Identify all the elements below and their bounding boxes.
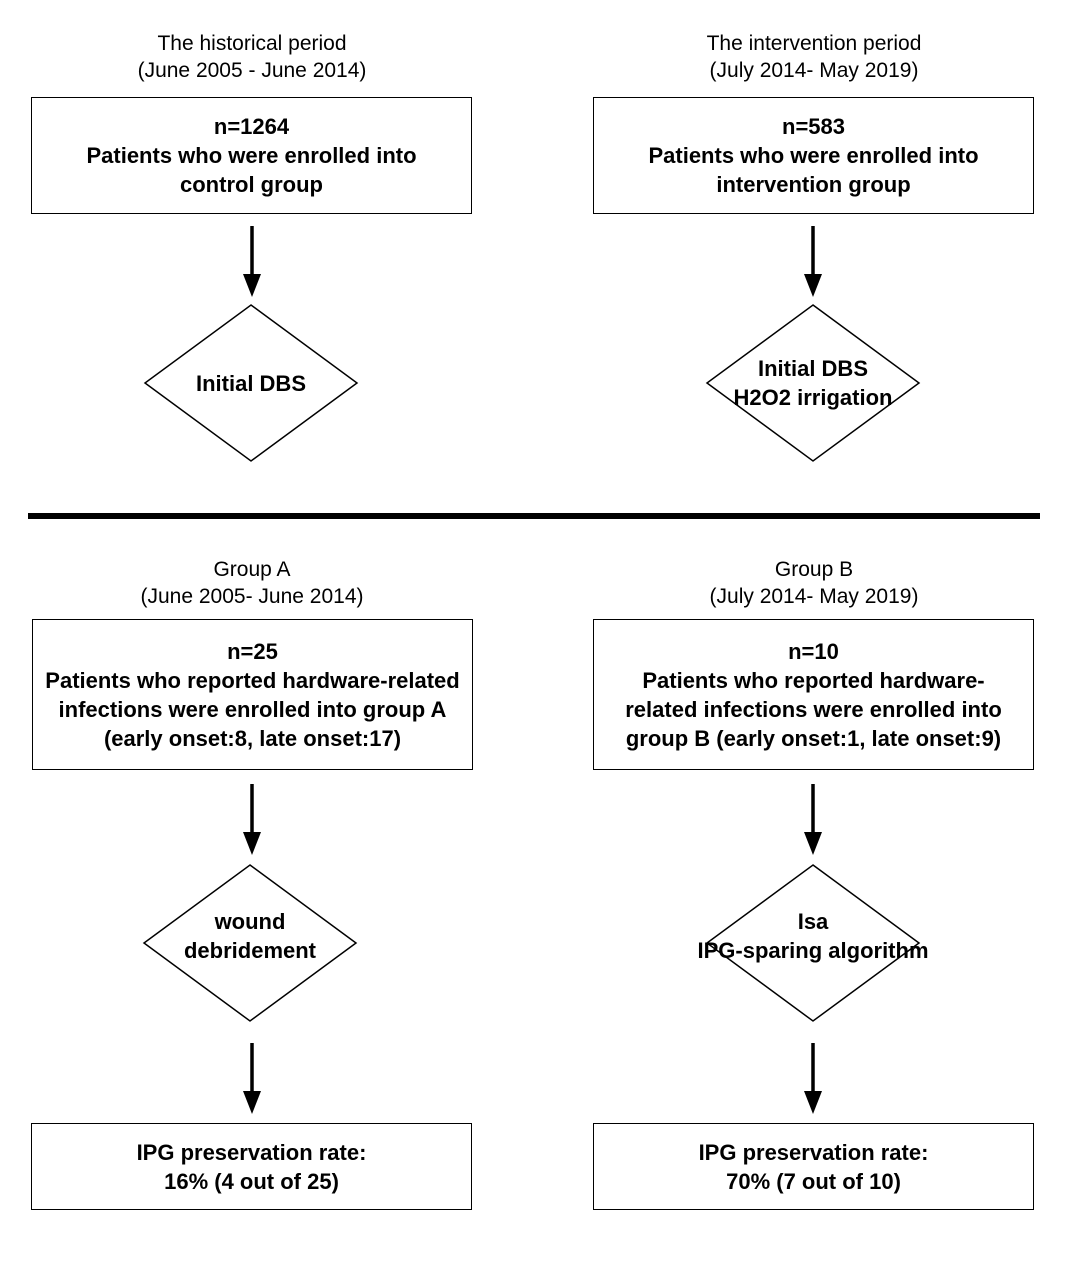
group-b-result-line-2: 70% (7 out of 10)	[726, 1168, 901, 1194]
group-a-title: Group A	[213, 558, 291, 581]
group-b-result-line-1: IPG preservation rate:	[698, 1139, 929, 1165]
initial-dbs-h2o2-decision: Initial DBS H2O2 irrigation	[705, 304, 921, 462]
control-to-initial-dbs-arrow	[243, 226, 261, 297]
initial-dbs-diamond-label: Initial DBS	[144, 304, 358, 462]
group-a-description-line-2: infections were enrolled into group A	[58, 696, 447, 722]
intervention-group-description-line-1: Patients who were enrolled into	[648, 143, 979, 168]
initial-dbs-h2o2-diamond-label: Initial DBS H2O2 irrigation	[706, 304, 920, 462]
group-a-count: n=25	[227, 638, 278, 664]
wound-debridement-label-line-1: wound	[214, 909, 286, 934]
group-b-description-line-1: Patients who reported hardware-	[642, 667, 985, 693]
group-b-count: n=10	[788, 638, 839, 664]
debridement-to-result-arrow	[243, 1043, 261, 1114]
control-group-count: n=1264	[213, 114, 290, 139]
group-b-to-algorithm-arrow	[804, 784, 822, 855]
ipg-sparing-algorithm-label-line-1: Isa	[797, 909, 829, 934]
group-a-result-box: IPG preservation rate: 16% (4 out of 25)	[31, 1123, 472, 1210]
ipg-sparing-algorithm-label-line-2: IPG-sparing algorithm	[697, 938, 929, 963]
ipg-sparing-algorithm-diamond-shape	[705, 864, 921, 1022]
group-b-description-line-2: related infections were enrolled into	[625, 696, 1002, 722]
initial-dbs-decision: Initial DBS	[143, 304, 359, 462]
ipg-sparing-algorithm-diamond-label: Isa IPG-sparing algorithm	[697, 850, 928, 1022]
intervention-group-description-line-2: intervention group	[716, 172, 911, 197]
group-b-range: (July 2014- May 2019)	[709, 585, 919, 608]
intervention-period-header: The intervention period (July 2014- May …	[594, 30, 1034, 84]
historical-period-range: (June 2005 - June 2014)	[137, 59, 367, 82]
group-b-result-box: IPG preservation rate: 70% (7 out of 10)	[593, 1123, 1034, 1210]
control-group-description-line-1: Patients who were enrolled into	[86, 143, 417, 168]
group-b-title: Group B	[774, 558, 854, 581]
group-b-header: Group B (July 2014- May 2019)	[594, 556, 1034, 610]
wound-debridement-diamond-label: wound debridement	[143, 850, 357, 1022]
control-group-description-line-2: control group	[180, 172, 323, 197]
intervention-group-box: n=583 Patients who were enrolled into in…	[593, 97, 1034, 214]
intervention-period-range: (July 2014- May 2019)	[709, 59, 919, 82]
ipg-sparing-algorithm-decision: Isa IPG-sparing algorithm	[697, 864, 929, 1022]
intervention-group-count: n=583	[782, 114, 845, 139]
intervention-period-title: The intervention period	[706, 32, 922, 55]
group-a-to-debridement-arrow	[243, 784, 261, 855]
wound-debridement-label-line-2: debridement	[183, 938, 317, 963]
initial-dbs-h2o2-diamond-shape	[705, 304, 921, 462]
control-group-box: n=1264 Patients who were enrolled into c…	[31, 97, 472, 214]
initial-dbs-diamond-shape	[143, 304, 359, 462]
group-a-result-line-1: IPG preservation rate:	[136, 1139, 367, 1165]
group-a-description-line-1: Patients who reported hardware-related	[45, 667, 460, 693]
wound-debridement-diamond-shape	[142, 864, 358, 1022]
group-a-range: (June 2005- June 2014)	[140, 585, 364, 608]
group-a-description-line-3: (early onset:8, late onset:17)	[103, 725, 402, 751]
group-a-box: n=25 Patients who reported hardware-rela…	[32, 619, 473, 770]
initial-dbs-h2o2-label-line-1: Initial DBS	[757, 356, 868, 381]
algorithm-to-result-arrow	[804, 1043, 822, 1114]
initial-dbs-h2o2-label-line-2: H2O2 irrigation	[733, 385, 893, 410]
historical-period-header: The historical period (June 2005 - June …	[32, 30, 472, 84]
group-b-description-line-3: group B (early onset:1, late onset:9)	[625, 725, 1002, 751]
historical-period-title: The historical period	[157, 32, 347, 55]
section-divider	[28, 513, 1040, 519]
group-a-result-line-2: 16% (4 out of 25)	[164, 1168, 339, 1194]
group-a-header: Group A (June 2005- June 2014)	[32, 556, 472, 610]
intervention-to-initial-dbs-arrow	[804, 226, 822, 297]
group-b-box: n=10 Patients who reported hardware- rel…	[593, 619, 1034, 770]
initial-dbs-label-line-1: Initial DBS	[195, 370, 306, 396]
wound-debridement-decision: wound debridement	[142, 864, 358, 1022]
